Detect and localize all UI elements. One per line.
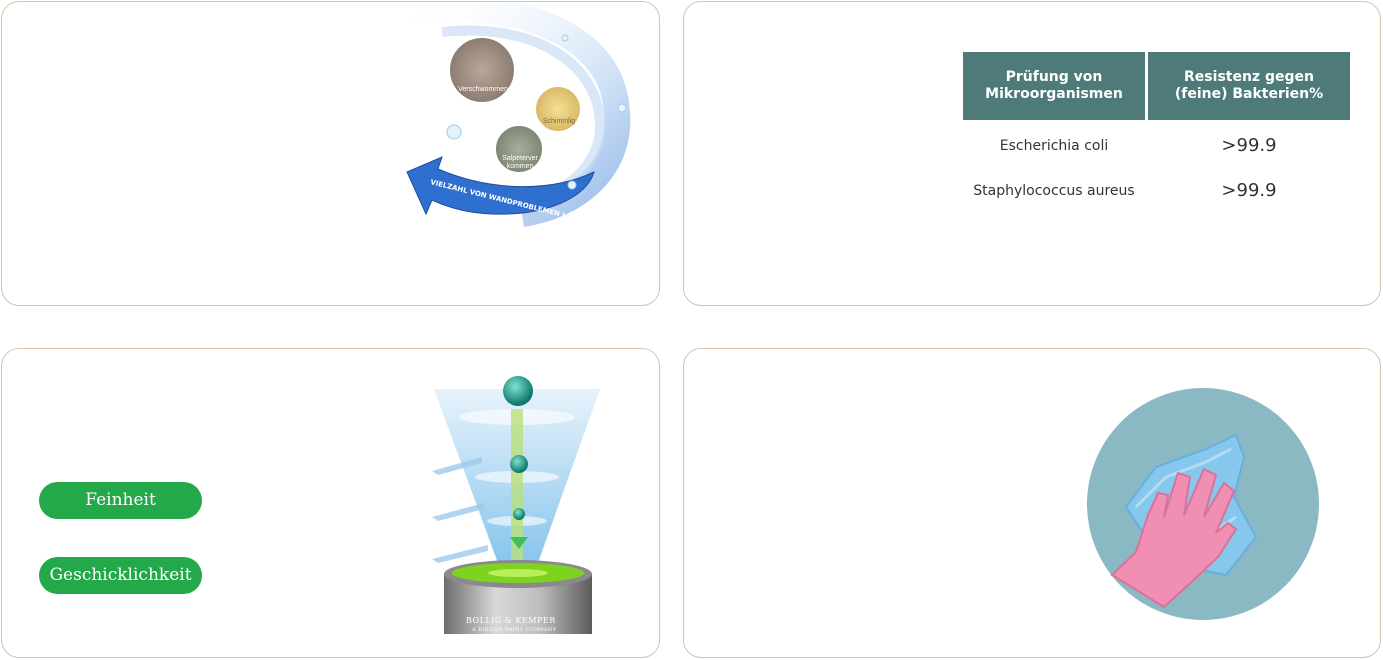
dexterity-pill: Geschicklichkeit bbox=[39, 557, 202, 594]
table-cell-organism: Staphylococcus aureus bbox=[973, 182, 1135, 199]
table-header-resistance: Resistenz gegen (feine) Bakterien% bbox=[1148, 52, 1350, 120]
blurry-wall-circle bbox=[448, 36, 516, 104]
can-brand: BOLLIG & KEMPER bbox=[466, 616, 556, 625]
bubble-icon bbox=[567, 180, 577, 190]
circle-label-saltpeter-1: Salpeterver bbox=[502, 155, 538, 162]
glove-icon bbox=[1110, 467, 1238, 609]
moldy-wall-circle bbox=[534, 85, 582, 133]
bubble-icon bbox=[561, 34, 569, 42]
bubble-icon bbox=[617, 103, 627, 113]
table-header-microorganisms: Prüfung von Mikroorganismen bbox=[963, 52, 1145, 120]
paint-drop-icon bbox=[503, 376, 533, 406]
fineness-card: Feinheit Geschicklichkeit bbox=[1, 348, 660, 658]
saltpeter-wall-circle bbox=[494, 124, 544, 174]
arrow-down-icon bbox=[510, 537, 528, 549]
table-row: Escherichia coli >99.9 bbox=[963, 120, 1350, 168]
paint-funnel-illustration: BOLLIG & KEMPER A BIRDON PAINT COMPANY bbox=[422, 369, 622, 644]
table-cell-organism: Escherichia coli bbox=[999, 137, 1109, 154]
can-sub: A BIRDON PAINT COMPANY bbox=[472, 627, 557, 633]
glove-graphic bbox=[1087, 388, 1319, 620]
circle-label-moldy: Schimmlig bbox=[542, 118, 576, 125]
funnel-graphic bbox=[432, 376, 600, 634]
bubble-icon bbox=[446, 124, 462, 140]
paint-drop-icon bbox=[513, 508, 525, 520]
table-cell-resistance: >99.9 bbox=[1221, 135, 1277, 156]
washable-card bbox=[683, 348, 1381, 658]
fineness-pill: Feinheit bbox=[39, 482, 202, 519]
antibacterial-card: Prüfung von Mikroorganismen Resistenz ge… bbox=[683, 1, 1381, 306]
paint-drop-icon bbox=[510, 455, 528, 473]
microorganism-table: Prüfung von Mikroorganismen Resistenz ge… bbox=[960, 52, 1353, 213]
table-row: Staphylococcus aureus >99.9 bbox=[963, 168, 1350, 213]
wall-problems-illustration: VIELZAHL VON WANDPROBLEMEN LÖSEN Verschw… bbox=[372, 2, 652, 232]
circle-label-blurry: Verschwommen bbox=[458, 86, 508, 93]
circle-label-saltpeter-2: kommen bbox=[506, 163, 534, 170]
wall-problems-card: VIELZAHL VON WANDPROBLEMEN LÖSEN Verschw… bbox=[1, 1, 660, 306]
swirl-graphic: VIELZAHL VON WANDPROBLEMEN LÖSEN bbox=[390, 2, 631, 227]
cleaning-glove-illustration bbox=[1086, 387, 1320, 621]
table-cell-resistance: >99.9 bbox=[1221, 180, 1277, 201]
